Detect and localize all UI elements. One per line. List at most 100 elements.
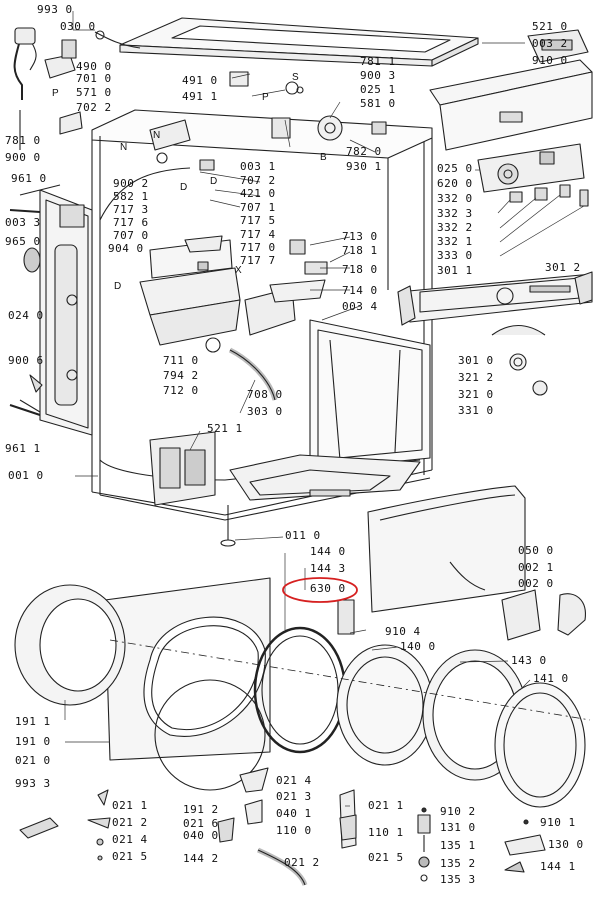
part-label: 630 0	[310, 582, 346, 595]
part-label: 191 0	[15, 735, 51, 748]
part-label: 021 6	[183, 817, 219, 830]
part-label: 332 1	[437, 235, 473, 248]
letter-p-2: P	[262, 92, 269, 103]
foot-pad	[220, 539, 236, 547]
part-label: 021 1	[112, 799, 148, 812]
worktop-lid	[119, 17, 479, 67]
part-label: 711 0	[163, 354, 199, 367]
part-label: 333 0	[437, 249, 473, 262]
part-label: 003 1	[240, 160, 276, 173]
part-label: 904 0	[108, 242, 144, 255]
part-label: 900 3	[360, 69, 396, 82]
back-panel	[39, 189, 93, 436]
control-panel-parts	[397, 29, 593, 396]
part-label: 702 2	[76, 101, 112, 114]
part-label: 191 2	[183, 803, 219, 816]
part-label: 421 0	[240, 187, 276, 200]
part-label: 001 0	[8, 469, 44, 482]
part-label: 301 1	[437, 264, 473, 277]
part-label: 021 3	[276, 790, 312, 803]
highlight-circle	[282, 577, 358, 603]
part-label: 040 0	[183, 829, 219, 842]
part-label: 003 3	[5, 216, 41, 229]
part-label: 331 0	[458, 404, 494, 417]
part-label: 717 6	[113, 216, 149, 229]
part-label: 794 2	[163, 369, 199, 382]
part-label: 332 0	[437, 192, 473, 205]
part-label: 191 1	[15, 715, 51, 728]
part-label: 701 0	[76, 72, 112, 85]
letter-d-1: D	[210, 176, 217, 187]
pump-assembly	[149, 431, 216, 506]
part-label: 910 2	[440, 805, 476, 818]
part-label: 021 4	[276, 774, 312, 787]
part-label: 303 0	[247, 405, 283, 418]
letter-d-2: D	[180, 182, 187, 193]
part-label: 521 1	[207, 422, 243, 435]
door-circle-outline	[154, 679, 266, 791]
top-components	[149, 71, 387, 171]
part-label: 993 3	[15, 777, 51, 790]
part-label: 781 1	[360, 55, 396, 68]
letter-n-2: N	[120, 142, 127, 153]
part-label: 718 0	[342, 263, 378, 276]
part-label: 021 4	[112, 833, 148, 846]
part-label: 050 0	[518, 544, 554, 557]
part-label: 490 0	[76, 60, 112, 73]
part-label: 782 0	[346, 145, 382, 158]
letter-p-1: P	[52, 88, 59, 99]
part-label: 707 0	[113, 229, 149, 242]
letter-s: S	[292, 72, 299, 83]
part-label: 110 0	[276, 824, 312, 837]
part-label: 002 1	[518, 561, 554, 574]
part-label: 707 1	[240, 201, 276, 214]
part-label: 708 0	[247, 388, 283, 401]
part-label: 135 3	[440, 873, 476, 886]
hoses-and-screws	[9, 27, 141, 416]
part-label: 144 0	[310, 545, 346, 558]
part-label: 321 0	[458, 388, 494, 401]
part-label: 003 2	[532, 37, 568, 50]
door-hinge	[337, 599, 355, 635]
part-label: 718 1	[342, 244, 378, 257]
part-label: 021 5	[112, 850, 148, 863]
part-label: 025 1	[360, 83, 396, 96]
letter-n-1: N	[153, 130, 160, 141]
part-label: 332 3	[437, 207, 473, 220]
part-label: 024 0	[8, 309, 44, 322]
part-label: 040 1	[276, 807, 312, 820]
part-label: 900 6	[8, 354, 44, 367]
part-label: 110 1	[368, 826, 404, 839]
detergent-dispenser	[139, 235, 328, 401]
part-label: 144 2	[183, 852, 219, 865]
part-label: 021 1	[368, 799, 404, 812]
part-label: 717 3	[113, 203, 149, 216]
part-label: 491 1	[182, 90, 218, 103]
part-label: 332 2	[437, 221, 473, 234]
part-label: 713 0	[342, 230, 378, 243]
part-label: 144 3	[310, 562, 346, 575]
front-panel-flap	[367, 485, 526, 613]
part-label: 900 2	[113, 177, 149, 190]
part-label: 707 2	[240, 174, 276, 187]
part-label: 021 2	[112, 816, 148, 829]
part-label: 011 0	[285, 529, 321, 542]
letter-d-3: D	[114, 281, 121, 292]
part-label: 141 0	[533, 672, 569, 685]
part-label: 144 1	[540, 860, 576, 873]
part-label: 910 0	[532, 54, 568, 67]
part-label: 021 5	[368, 851, 404, 864]
part-label: 965 0	[5, 235, 41, 248]
part-label: 582 1	[113, 190, 149, 203]
part-label: 717 4	[240, 228, 276, 241]
leader-lines	[64, 11, 585, 807]
letter-callouts: N P S P N B D D X D	[52, 72, 327, 292]
part-label: 571 0	[76, 86, 112, 99]
filter-door	[501, 589, 586, 641]
part-label: 717 5	[240, 214, 276, 227]
part-label: 620 0	[437, 177, 473, 190]
part-label: 581 0	[360, 97, 396, 110]
part-label: 301 2	[545, 261, 581, 274]
